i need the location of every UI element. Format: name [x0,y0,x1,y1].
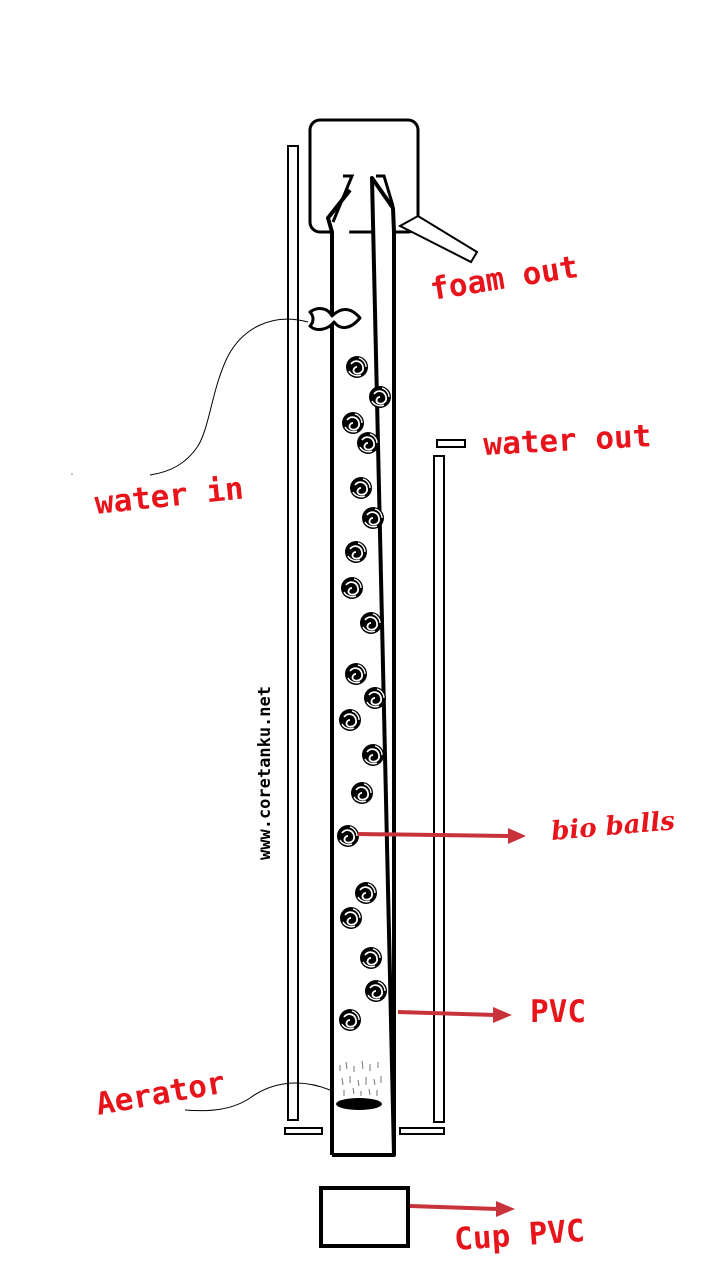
watermark-text: www.coretanku.net [255,686,275,860]
bio-ball-icon [338,708,362,732]
bio-ball-icon [340,576,364,600]
bio-ball-icon [344,662,368,686]
aerator-leader [184,1082,331,1112]
outer-left-pipe [287,145,299,1121]
pvc-arrow [397,1007,512,1023]
collection-cup [308,118,420,234]
outer-right-pipe [433,455,445,1123]
water-in-label: water in [93,471,245,522]
water-inlet-icon [308,307,362,331]
bio-ball-icon [341,411,365,435]
bio-ball-icon [364,979,388,1003]
bio-ball-icon [361,743,385,767]
bio-ball-icon [350,781,374,805]
bio-ball-icon [338,1008,362,1032]
cup-pvc [319,1186,410,1248]
bottom-right-cap [399,1127,445,1135]
bottom-left-cap [284,1127,323,1135]
bio-balls-label: bio balls [550,806,676,847]
aerator [336,1098,382,1110]
bio-ball-icon [363,686,387,710]
bio-ball-icon [361,506,385,530]
water-in-leader [149,318,309,476]
foam-out-tube [397,214,479,264]
bio-ball-icon [349,476,373,500]
cup-pvc-arrow [409,1201,515,1217]
cup-pvc-label: Cup PVC [453,1213,586,1258]
water-out-label: water out [483,418,653,463]
pvc-label: PVC [530,994,586,1030]
bio-ball-icon [359,946,383,970]
water-out-cap [436,439,466,448]
bio-ball-icon [344,540,368,564]
bio-ball-icon [359,611,383,635]
bio-ball-icon [368,385,392,409]
bio-ball-icon [354,881,378,905]
bio-ball-icon [339,906,363,930]
bio-ball-icon [336,824,360,848]
foam-out-label: foam out [428,249,581,308]
aerator-label: Aerator [93,1065,228,1123]
bio-ball-icon [356,431,380,455]
bio-balls-arrow [357,828,526,844]
aerator-bubbles [339,1060,382,1096]
bio-ball-icon [345,355,369,379]
